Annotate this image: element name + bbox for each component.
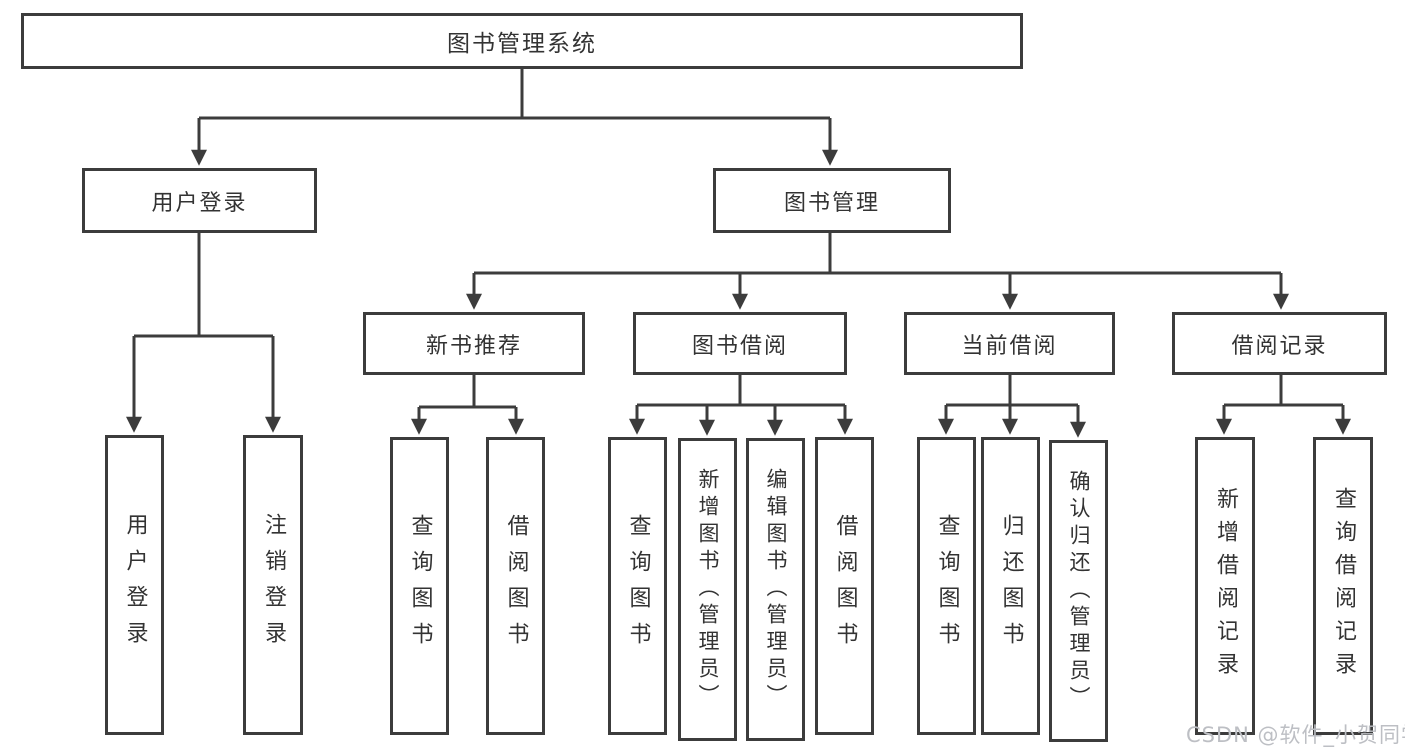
leaf-cb-query-books-label: 查询图书 — [934, 514, 960, 658]
leaf-cb-confirm-return-admin: 确认归还（管理员） — [1049, 440, 1108, 742]
leaf-cb-query-books: 查询图书 — [917, 437, 976, 735]
node-book-borrow-label: 图书借阅 — [691, 333, 788, 359]
node-current-borrow: 当前借阅 — [904, 312, 1115, 375]
leaf-nbr-borrow-books: 借阅图书 — [486, 437, 545, 735]
leaf-cb-confirm-return-admin-label: 确认归还（管理员） — [1067, 469, 1091, 713]
leaf-br-add-record-label: 新增借阅记录 — [1213, 487, 1238, 685]
leaf-nbr-borrow-books-label: 借阅图书 — [503, 514, 529, 658]
node-library-system: 图书管理系统 — [21, 13, 1023, 69]
leaf-bb-edit-books-admin: 编辑图书（管理员） — [746, 438, 805, 741]
node-new-book-recommend-label: 新书推荐 — [425, 333, 522, 359]
leaf-bb-add-books-admin: 新增图书（管理员） — [678, 438, 737, 741]
node-borrow-records: 借阅记录 — [1172, 312, 1387, 375]
node-library-system-label: 图书管理系统 — [447, 31, 597, 57]
leaf-bb-edit-books-admin-label: 编辑图书（管理员） — [764, 468, 788, 711]
leaf-nbr-query-books-label: 查询图书 — [407, 514, 433, 658]
leaf-bb-query-books: 查询图书 — [608, 437, 667, 735]
leaf-logout: 注销登录 — [243, 435, 303, 735]
node-user-login: 用户登录 — [82, 168, 317, 233]
leaf-bb-borrow-books-label: 借阅图书 — [832, 514, 858, 658]
leaf-cb-return-books: 归还图书 — [981, 437, 1040, 735]
node-current-borrow-label: 当前借阅 — [961, 333, 1058, 359]
node-book-management: 图书管理 — [713, 168, 951, 233]
leaf-br-query-record-label: 查询借阅记录 — [1331, 487, 1356, 685]
node-book-borrow: 图书借阅 — [633, 312, 847, 375]
node-borrow-records-label: 借阅记录 — [1231, 333, 1328, 359]
leaf-logout-label: 注销登录 — [261, 513, 286, 657]
leaf-user-login-label: 用户登录 — [122, 513, 148, 657]
leaf-bb-query-books-label: 查询图书 — [625, 514, 651, 658]
leaf-br-add-record: 新增借阅记录 — [1195, 437, 1255, 735]
node-new-book-recommend: 新书推荐 — [363, 312, 585, 375]
leaf-bb-borrow-books: 借阅图书 — [815, 437, 874, 735]
leaf-br-query-record: 查询借阅记录 — [1313, 437, 1373, 735]
leaf-user-login: 用户登录 — [105, 435, 164, 735]
node-book-management-label: 图书管理 — [783, 190, 880, 216]
csdn-watermark: CSDN @软件_小贺同学 — [1186, 723, 1405, 747]
leaf-cb-return-books-label: 归还图书 — [998, 514, 1024, 658]
leaf-bb-add-books-admin-label: 新增图书（管理员） — [696, 468, 720, 711]
leaf-nbr-query-books: 查询图书 — [390, 437, 449, 735]
node-user-login-label: 用户登录 — [151, 190, 248, 216]
